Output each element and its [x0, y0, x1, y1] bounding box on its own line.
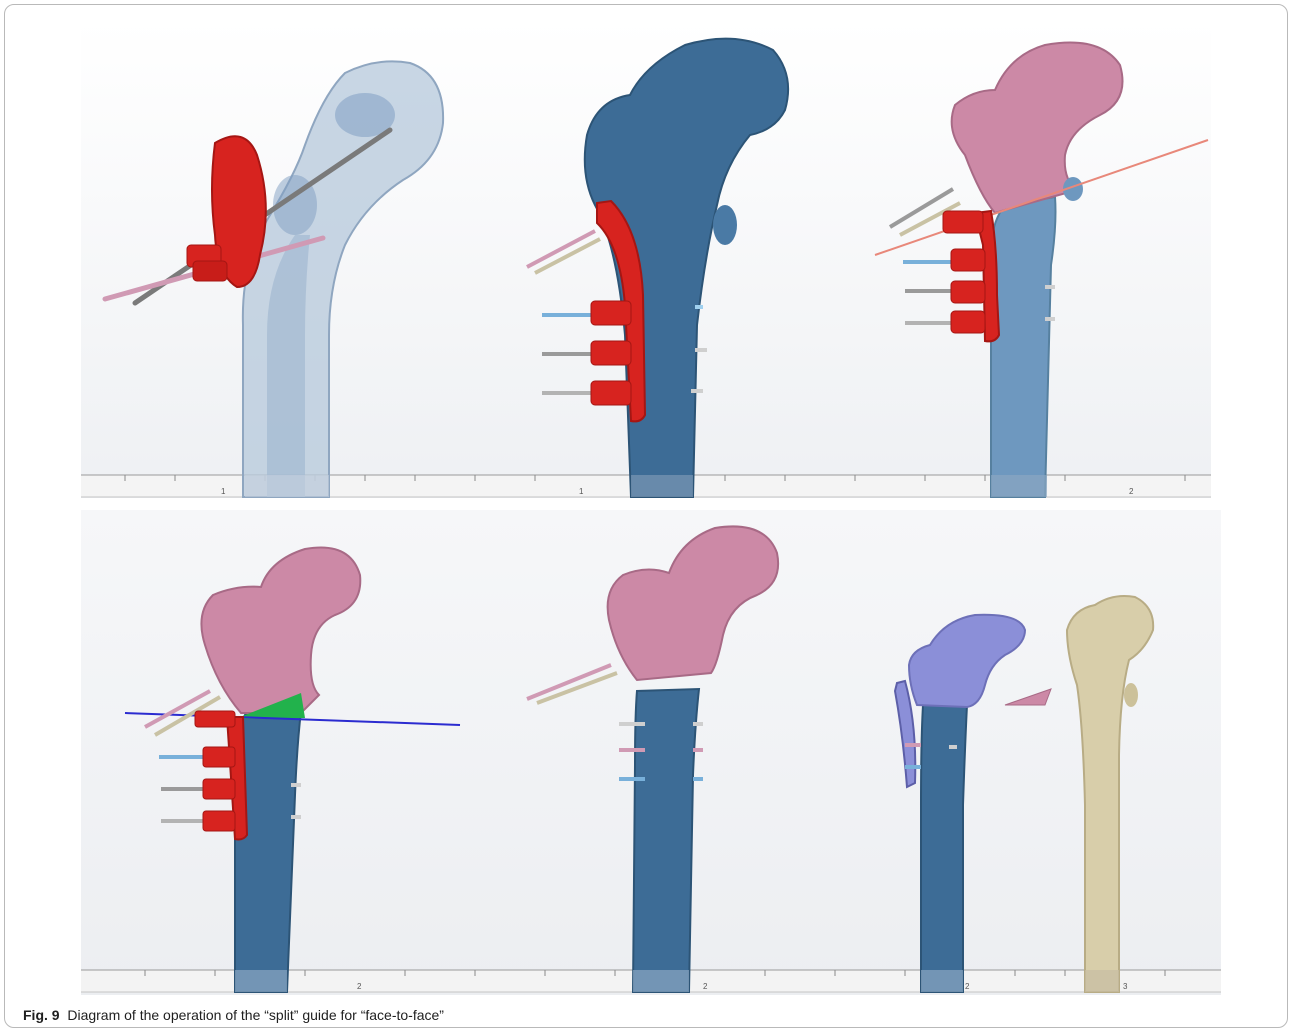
- ruler-label: 1: [579, 487, 584, 496]
- surgical-guide-figure: 1 1 2: [5, 5, 1288, 1005]
- ruler-label: 3: [1123, 982, 1128, 991]
- top-panel: 1 1 2: [81, 20, 1211, 498]
- ruler-label: 1: [221, 487, 226, 496]
- caption-text: Diagram of the operation of the “split” …: [67, 1007, 444, 1023]
- ruler-label: 2: [357, 982, 362, 991]
- ruler-label: 2: [1129, 487, 1134, 496]
- ruler-label: 2: [965, 982, 970, 991]
- bottom-panel: 2 2 2 3: [81, 510, 1221, 995]
- figure-frame: 1 1 2: [4, 4, 1288, 1028]
- figure-label: Fig. 9: [23, 1007, 60, 1023]
- ruler-label: 2: [703, 982, 708, 991]
- figure-caption: Fig. 9 Diagram of the operation of the “…: [23, 1007, 444, 1023]
